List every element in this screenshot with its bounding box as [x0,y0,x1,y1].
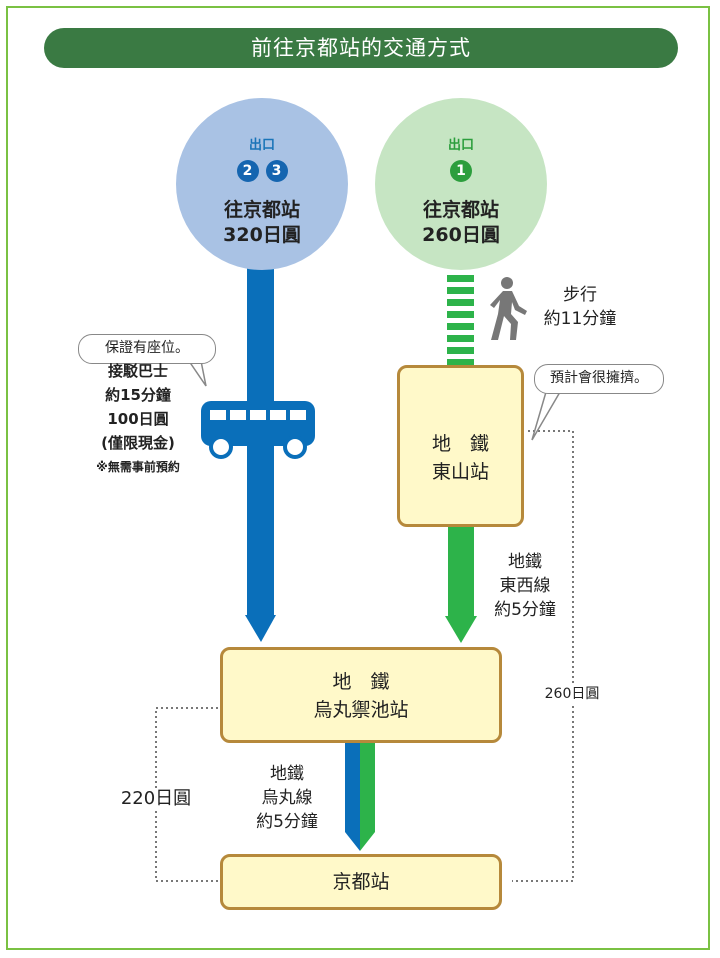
tozai-route-arrow [445,616,477,643]
tozai-time: 約5分鐘 [494,600,556,620]
exit-1-circle: 出口 1 往京都站 260日圓 [375,98,547,270]
higashiyama-station-box: 地 鐵 東山站 [397,365,524,527]
bus-name: 接駁巴士 [107,362,168,380]
bus-speech-bubble: 保證有座位。 [78,334,216,364]
station-name: 京都站 [332,871,390,893]
karasuma-time: 約5分鐘 [256,812,318,832]
fare-right-label: 260日圓 [522,683,622,705]
tozai-label: 地鐵 [508,552,542,572]
walk-info: 步行 約11分鐘 [530,283,630,331]
exit-label: 出口 [447,138,474,153]
karasuma-info: 地鐵 烏丸線 約5分鐘 [242,762,332,834]
station-bubble-tail [531,391,562,441]
bus-payment-note: (僅限現金) [101,434,175,452]
blue-route-arrow [245,615,276,642]
page-title: 前往京都站的交通方式 [44,28,678,68]
karasuma-route-green [360,742,375,851]
fare-connector-left [155,707,218,882]
exit-number-badge: 3 [265,160,288,182]
karasuma-route-blue [345,742,360,851]
karasuma-line-name: 烏丸線 [261,788,313,808]
exit-number-badge: 2 [236,160,259,182]
walking-person-icon [490,277,527,340]
walk-label: 步行 [563,285,597,305]
bus-time: 約15分鐘 [105,386,171,404]
fare-label: 260日圓 [422,224,500,246]
bus-reservation-note: ※無需事前預約 [96,460,180,474]
fare-connector-right [512,430,574,882]
destination-label: 往京都站 [422,199,499,221]
destination-label: 往京都站 [223,199,300,221]
walk-time: 約11分鐘 [543,309,617,329]
exit-2-3-circle: 出口 2 3 往京都站 320日圓 [176,98,348,270]
fare-label: 320日圓 [223,224,301,246]
station-name: 烏丸禦池站 [313,699,409,721]
karasuma-oike-station-box: 地 鐵 烏丸禦池站 [220,647,502,743]
kyoto-station-box: 京都站 [220,854,502,910]
station-name: 東山站 [431,461,489,483]
diagram-frame [6,6,710,950]
tozai-line-name: 東西線 [499,576,551,596]
station-speech-bubble: 預計會很擁擠。 [534,364,664,394]
karasuma-label: 地鐵 [270,764,304,784]
station-type-label: 地 鐵 [431,433,489,455]
tozai-route-line [448,524,474,618]
bus-icon [201,401,315,459]
tozai-info: 地鐵 東西線 約5分鐘 [480,550,570,622]
station-type-label: 地 鐵 [332,671,390,693]
bus-info: 接駁巴士 約15分鐘 100日圓 (僅限現金) ※無需事前預約 [68,359,208,479]
bus-fare: 100日圓 [107,410,169,428]
fare-left-label: 220日圓 [106,788,206,810]
exit-number-badge: 1 [450,160,472,182]
exit-label: 出口 [248,138,275,153]
